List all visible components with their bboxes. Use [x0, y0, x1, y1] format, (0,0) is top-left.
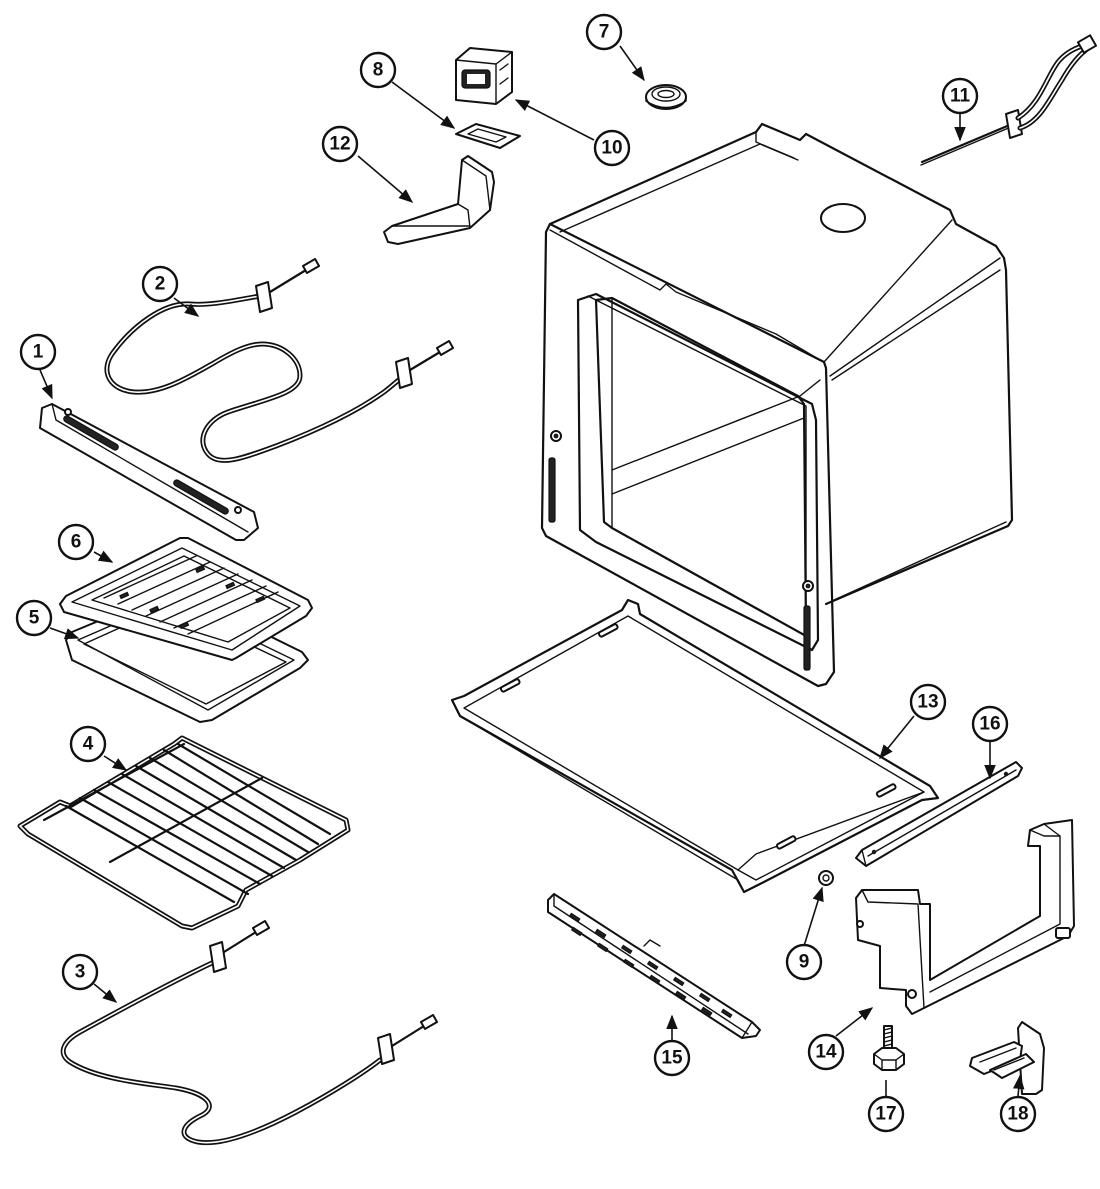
part-1-rack-support — [39, 403, 259, 541]
callout-label: 16 — [979, 714, 1000, 735]
callout-label: 18 — [1007, 1104, 1028, 1125]
part-12-bracket — [383, 155, 495, 245]
part-8-gasket — [455, 123, 521, 149]
callout-label: 12 — [329, 134, 350, 155]
callout-label: 11 — [950, 86, 971, 107]
part-11-sensor — [920, 34, 1098, 166]
callout-7: 7 — [585, 13, 623, 51]
callout-4: 4 — [69, 725, 107, 763]
callout-label: 5 — [29, 608, 40, 629]
part-4-oven-rack — [17, 735, 351, 931]
callout-label: 1 — [33, 342, 44, 363]
callout-15: 15 — [653, 1039, 691, 1077]
callout-17: 17 — [867, 1095, 905, 1133]
part-3-bake-element — [60, 920, 439, 1146]
leader-lines — [39, 45, 1025, 1104]
callout-label: 13 — [917, 692, 938, 713]
callout-18: 18 — [999, 1095, 1037, 1133]
callout-label: 10 — [601, 138, 622, 159]
oven-cavity — [540, 122, 1014, 688]
callout-3: 3 — [61, 953, 99, 991]
callout-16: 16 — [971, 705, 1009, 743]
callout-label: 3 — [75, 962, 86, 983]
callout-label: 8 — [373, 60, 384, 81]
callout-6: 6 — [57, 523, 95, 561]
callout-1: 1 — [19, 333, 57, 371]
callout-13: 13 — [909, 683, 947, 721]
callout-11: 11 — [941, 77, 979, 115]
part-14-leg-bracket — [855, 819, 1075, 1015]
callout-9: 9 — [785, 943, 823, 981]
callout-label: 14 — [815, 1042, 837, 1063]
part-2-broil-element — [104, 258, 455, 463]
part-18-clip — [969, 1021, 1045, 1095]
callout-12: 12 — [321, 125, 359, 163]
part-15-front-rail — [547, 893, 761, 1039]
callout-label: 17 — [875, 1104, 896, 1125]
part-13-bottom-tray — [450, 598, 940, 894]
callout-label: 4 — [83, 734, 94, 755]
part-7-plug — [645, 84, 687, 110]
part-17-leveling-screw — [873, 1025, 905, 1071]
callout-label: 15 — [661, 1048, 683, 1069]
callout-label: 7 — [599, 22, 610, 43]
callout-label: 2 — [155, 274, 166, 295]
part-10-light-socket — [455, 47, 513, 105]
callout-10: 10 — [593, 129, 631, 167]
callout-5: 5 — [15, 599, 53, 637]
callout-2: 2 — [141, 265, 179, 303]
callout-14: 14 — [807, 1033, 845, 1071]
callout-label: 9 — [799, 952, 810, 973]
part-6-broil-insert — [59, 537, 313, 661]
callout-8: 8 — [359, 51, 397, 89]
part-16-side-rail — [855, 761, 1023, 867]
callout-label: 6 — [71, 532, 82, 553]
part-9-nut — [818, 870, 834, 886]
